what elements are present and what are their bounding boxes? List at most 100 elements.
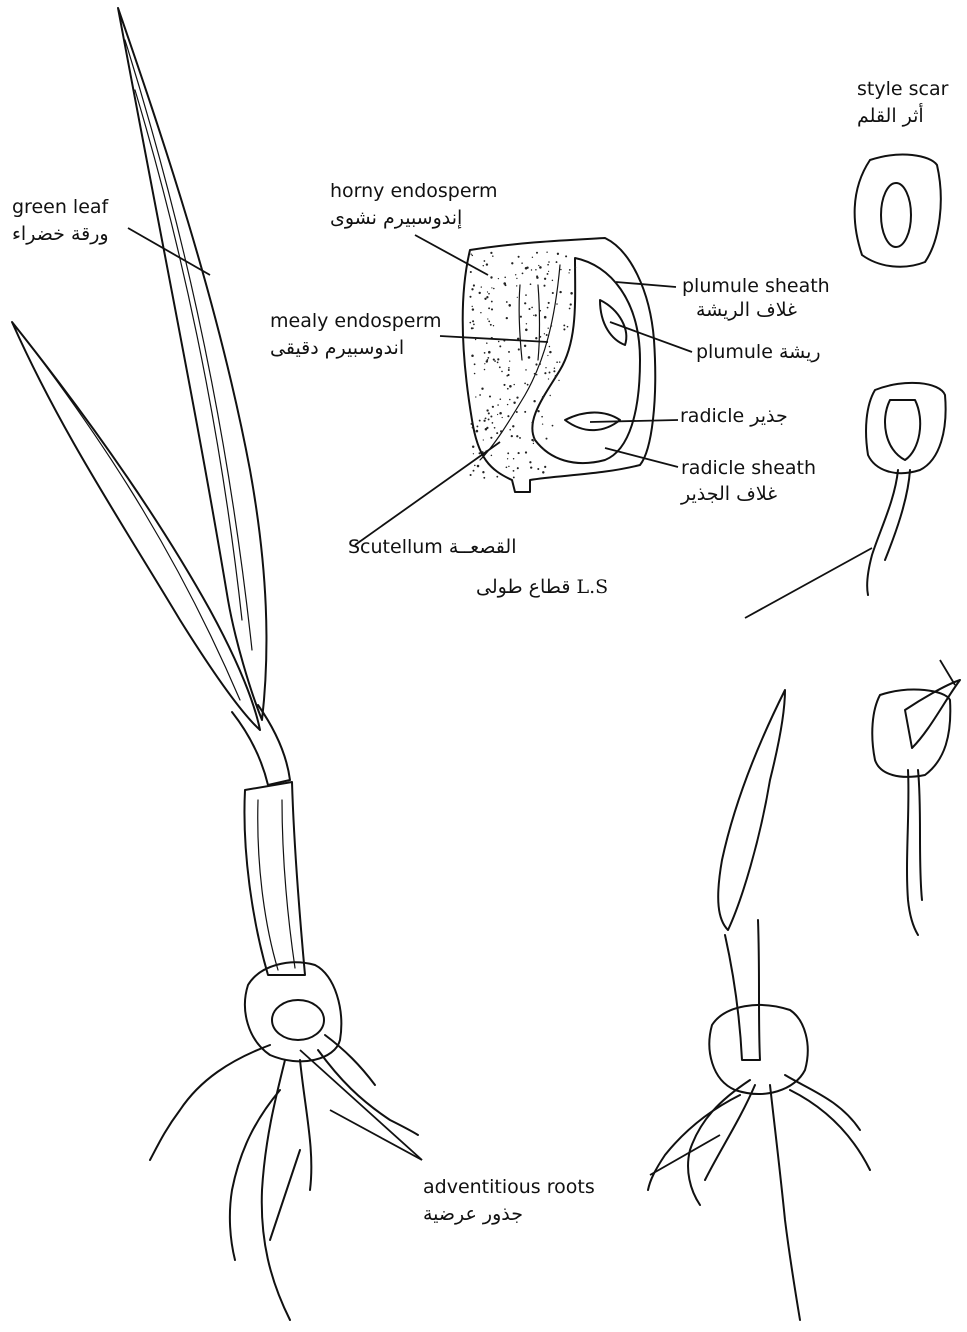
stipple-dot [558, 380, 559, 381]
label-scutellum: Scutellum القصعــة [348, 536, 517, 558]
stipple-dot [532, 257, 533, 258]
stipple-dot [528, 356, 531, 359]
stipple-dot [517, 467, 519, 469]
stipple-dot [492, 422, 494, 424]
stipple-dot [475, 339, 476, 340]
stipple-dot [509, 385, 512, 388]
stipple-dot [521, 262, 523, 264]
stipple-dot [479, 292, 481, 294]
stipple-dot [472, 308, 474, 310]
stipple-dot [484, 260, 486, 262]
stipple-dot [506, 317, 508, 319]
pointer-germinating-radicle [745, 548, 872, 618]
stipple-dot [481, 286, 482, 287]
stipple-dot [498, 278, 499, 279]
stipple-dot [482, 471, 484, 473]
stipple-dot [547, 264, 549, 266]
stipple-dot [522, 273, 524, 275]
stipple-dot [507, 404, 508, 405]
stipple-dot [496, 476, 498, 478]
stipple-dot [498, 341, 500, 343]
stipple-dot [485, 418, 487, 420]
stipple-dot [484, 369, 486, 371]
stipple-dot [501, 371, 503, 373]
stipple-dot [547, 355, 548, 356]
stipple-dot [472, 320, 474, 322]
stipple-dot [535, 337, 537, 339]
stipple-dot [524, 383, 526, 385]
stipple-dot [509, 360, 510, 361]
stipple-dot [548, 261, 550, 263]
stipple-dot [531, 421, 533, 423]
stipple-dot [524, 345, 526, 347]
stipple-dot [490, 324, 492, 326]
stipple-dot [506, 301, 508, 303]
stipple-dot [492, 406, 494, 408]
stipple-dot [536, 275, 538, 277]
stipple-dot [483, 420, 485, 422]
stipple-dot [531, 269, 532, 270]
tall-leaf [118, 8, 266, 720]
label-radicle-sheath-en: radicle sheath [681, 457, 816, 479]
stipple-dot [553, 370, 555, 372]
stipple-dot [469, 322, 471, 324]
stipple-dot [503, 384, 505, 386]
stipple-dot [511, 435, 513, 437]
stipple-dot [491, 455, 493, 457]
stipple-dot [488, 412, 490, 414]
stipple-dot [471, 288, 473, 290]
stipple-dot [552, 425, 554, 427]
large-seedling-roots [150, 1035, 418, 1320]
pointer-scutellum [355, 442, 500, 545]
stipple-dot [529, 461, 531, 463]
stipple-dot [470, 271, 472, 273]
stipple-dot [520, 316, 522, 318]
stipple-dot [544, 372, 546, 374]
pointer-plumule-emerging [940, 660, 955, 685]
stipple-dot [514, 384, 515, 385]
stipple-dot [483, 265, 484, 266]
stipple-dot [544, 333, 545, 334]
stipple-dot [484, 298, 486, 300]
stipple-dot [551, 325, 552, 326]
stipple-dot [508, 351, 510, 353]
label-mealy-ar: اندوسبيرم دقيقى [270, 337, 404, 359]
label-plumule-sheath-en: plumule sheath [682, 275, 830, 297]
stipple-dot [515, 274, 516, 275]
stipple-dot [544, 278, 546, 280]
stipple-dot [509, 399, 511, 401]
stipple-dot [476, 425, 478, 427]
stipple-dot [488, 321, 490, 323]
stipple-dot [556, 261, 558, 263]
stipple-dot [500, 430, 502, 432]
stipple-dot [497, 414, 498, 415]
stipple-dot [516, 397, 518, 399]
stipple-dot [491, 301, 493, 303]
stipple-dot [549, 346, 551, 348]
pointer-radicle [590, 420, 678, 422]
stipple-dot [470, 253, 471, 254]
stipple-dot [549, 372, 551, 374]
stipple-dot [484, 352, 486, 354]
stipple-dot [519, 437, 521, 439]
stipple-dot [506, 466, 508, 468]
stipple-dot [512, 425, 514, 427]
stipple-dot [560, 269, 561, 270]
stipple-dot [487, 357, 489, 359]
stipple-dot [552, 292, 554, 294]
stipple-dot [569, 308, 571, 310]
stipple-dot [539, 363, 541, 365]
stipple-dot [489, 395, 491, 397]
stipple-dot [535, 363, 537, 365]
stipple-dot [548, 271, 549, 272]
stipple-dot [549, 351, 551, 353]
stipple-dot [545, 367, 546, 368]
stipple-dot [494, 427, 496, 429]
stipple-dot [543, 448, 544, 449]
stipple-dot [475, 396, 476, 397]
stipple-dot [524, 411, 526, 413]
stipple-dot [533, 400, 535, 402]
stipple-dot [538, 265, 539, 266]
stipple-dot [531, 439, 533, 441]
stipple-dot [488, 307, 490, 309]
